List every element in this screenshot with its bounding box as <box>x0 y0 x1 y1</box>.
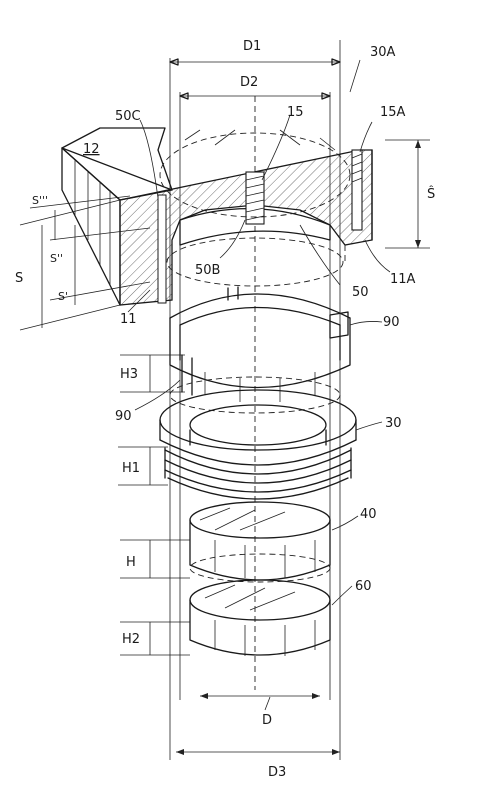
cylinder-60 <box>189 579 331 656</box>
label-40: 40 <box>360 507 377 522</box>
cylinder-40 <box>189 501 331 583</box>
label-h: H <box>126 555 136 570</box>
label-11a: 11A <box>390 272 416 287</box>
dimension-s <box>19 195 151 331</box>
label-s: S <box>15 271 23 286</box>
projection-lines <box>169 40 341 760</box>
dimension-d2 <box>179 92 331 100</box>
label-d: D <box>262 713 272 728</box>
label-50b: 50B <box>195 263 220 278</box>
dimension-h2 <box>120 621 190 656</box>
dimension-h1 <box>118 446 168 486</box>
label-30a: 30A <box>370 45 396 60</box>
dimension-d3 <box>176 749 340 755</box>
label-h1: H1 <box>122 461 140 476</box>
label-d3: D3 <box>268 765 286 780</box>
label-h3: H3 <box>120 367 138 382</box>
split-ring-90 <box>169 286 351 414</box>
label-d1: D1 <box>243 39 261 54</box>
label-s1: S' <box>58 290 68 303</box>
dimension-s-hat <box>385 139 430 249</box>
callout-labels: D1 D2 30A 50C 15 15A 12 Ŝ S''' S'' S S' … <box>15 39 435 780</box>
label-30: 30 <box>385 416 402 431</box>
label-h2: H2 <box>122 632 140 647</box>
label-60: 60 <box>355 579 372 594</box>
label-d2: D2 <box>240 75 258 90</box>
top-block <box>61 127 373 306</box>
leader-lines <box>127 59 391 711</box>
label-15a: 15A <box>380 105 406 120</box>
threaded-ring-30 <box>159 389 357 500</box>
label-s3: S''' <box>32 194 48 207</box>
label-50: 50 <box>352 285 369 300</box>
label-90-top: 90 <box>383 315 400 330</box>
block-side-shading <box>74 160 111 285</box>
threaded-hole-15 <box>245 171 265 225</box>
label-s-hat: Ŝ <box>427 186 435 202</box>
dimension-d <box>200 693 320 699</box>
dimension-d1 <box>169 58 341 66</box>
label-90-bottom: 90 <box>115 409 132 424</box>
label-15: 15 <box>287 105 304 120</box>
threaded-hole-15a <box>351 149 363 231</box>
dimension-h <box>120 539 190 579</box>
label-50c: 50C <box>115 109 141 124</box>
dimension-h3 <box>120 354 185 393</box>
label-11: 11 <box>120 312 137 327</box>
label-12: 12 <box>83 142 100 157</box>
hidden-bore <box>166 237 346 287</box>
label-s2: S'' <box>50 252 63 265</box>
